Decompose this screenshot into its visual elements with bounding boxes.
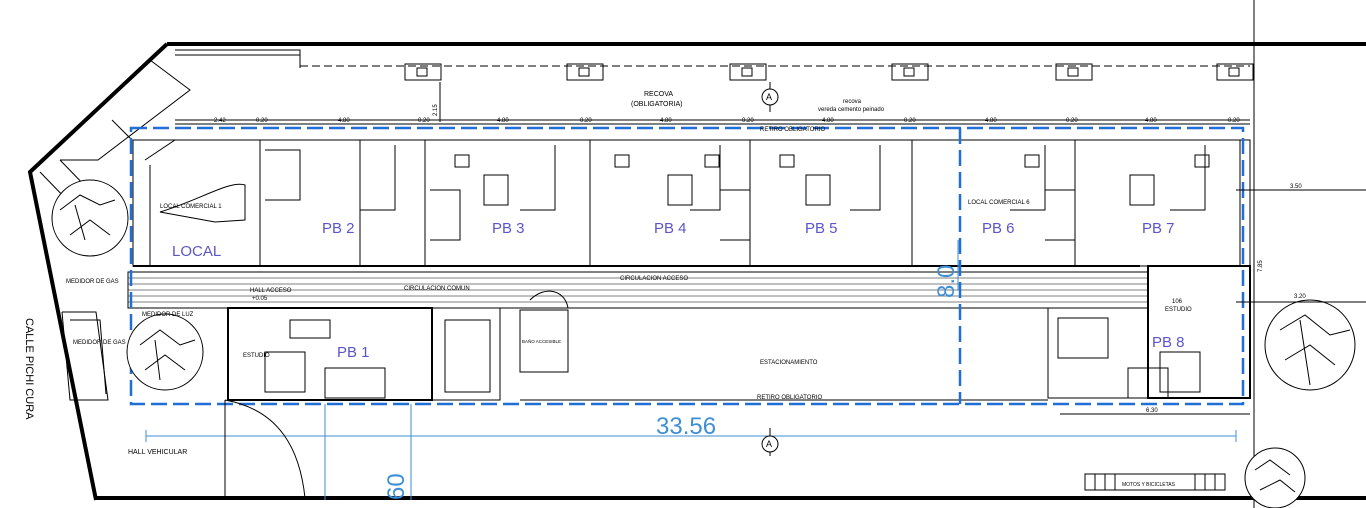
local-comercial-6-label: LOCAL COMERCIAL 6: [968, 200, 1030, 206]
recova-columns: [175, 63, 1254, 125]
dim-top-7: 0.20: [742, 118, 754, 124]
dim-right-2: 3.20: [1294, 294, 1306, 300]
dim-top-13: 0.20: [1228, 118, 1240, 124]
tree-icon: [126, 313, 204, 391]
tree-icons: [51, 179, 1356, 508]
dim-top-5: 0.20: [580, 118, 592, 124]
dashed-zone: [129, 126, 1245, 406]
partial-dimension: 60: [383, 473, 410, 500]
unit-label-pb1: PB 1: [337, 344, 370, 361]
tree-icon: [51, 179, 129, 257]
dim-top-8: 4.80: [822, 118, 834, 124]
unit-partitions: [144, 139, 1241, 399]
circulacion-comun-label: CIRCULACION COMUN: [404, 286, 470, 292]
dimension-lines: [145, 240, 1237, 500]
height-dimension: 8.0: [933, 265, 960, 298]
unit-label-pb2: PB 2: [322, 220, 355, 237]
dim-785: 7.85: [1258, 260, 1264, 272]
recova-label: RECOVA: [644, 91, 673, 98]
dim-top-6: 4.80: [660, 118, 672, 124]
dim-215: 2.15: [433, 104, 439, 116]
hall-acceso-label: HALL ACCESO: [250, 288, 292, 294]
estudio-1-label: ESTUDIO: [243, 353, 270, 359]
section-marker-top: [761, 82, 779, 112]
local-label: LOCAL: [172, 243, 221, 260]
dim-top-12: 4.80: [1145, 118, 1157, 124]
recova-note-2: vereda cemento peinado: [818, 107, 885, 113]
recova-sub-label: (OBLIGATORIA): [631, 101, 682, 108]
dim-top-1: 0.20: [256, 118, 268, 124]
bano-label: BAÑO ACCESIBLE: [522, 338, 561, 344]
hall-vehicular-label: HALL VEHICULAR: [128, 449, 187, 456]
dim-top-2: 4.80: [338, 118, 350, 124]
estudio-8-label: ESTUDIO: [1165, 307, 1192, 313]
dim-top-0: 2.42: [214, 118, 226, 124]
section-a-bottom: A: [766, 439, 772, 449]
recova-note-1: recova: [843, 99, 862, 105]
property-outline: [27, 0, 1366, 508]
retiro-top-label: RETIRO OBLIGATORIO: [760, 127, 825, 133]
unit-label-pb7: PB 7: [1142, 220, 1175, 237]
retiro-bottom-label: RETIRO OBLIGATORIO: [757, 395, 822, 401]
motos-label: MOTOS Y BICICLETAS: [1122, 482, 1176, 488]
dim-top-11: 0.20: [1066, 118, 1078, 124]
medidor-luz-label: MEDIDOR DE LUZ: [142, 312, 194, 318]
medidor-gas-label-2: MEDIDOR DE GAS: [73, 340, 126, 346]
circulacion-acceso-label: CIRCULACION ACCESO: [620, 276, 688, 282]
dim-top-4: 4.80: [497, 118, 509, 124]
total-length-dimension: 33.56: [656, 413, 716, 440]
building-walls: [127, 139, 1251, 401]
dim-630: 6.30: [1146, 408, 1158, 414]
street-label: CALLE PICHI CURA: [23, 318, 35, 420]
dim-top-3: 0.20: [418, 118, 430, 124]
dim-right-1: 3.50: [1290, 184, 1302, 190]
dim-top-10: 4.80: [985, 118, 997, 124]
top-dimension-chain: 2.42 0.20 4.80 0.20 4.80 0.20 4.80 0.20 …: [214, 118, 1240, 124]
tree-icon: [1244, 447, 1306, 508]
local-comercial-1-label: LOCAL COMERCIAL 1: [160, 204, 222, 210]
dim-ticks: [224, 82, 1366, 499]
hall-level-label: +0.05: [252, 296, 268, 302]
unit-106-label: 106: [1172, 299, 1183, 305]
unit-label-pb4: PB 4: [654, 220, 687, 237]
section-marker-bottom: [761, 428, 779, 456]
unit-label-pb6: PB 6: [982, 220, 1015, 237]
medidor-gas-label-1: MEDIDOR DE GAS: [66, 279, 119, 285]
dim-top-9: 0.20: [904, 118, 916, 124]
unit-label-pb8: PB 8: [1152, 334, 1185, 351]
unit-label-pb3: PB 3: [492, 220, 525, 237]
unit-label-pb5: PB 5: [805, 220, 838, 237]
estacionamiento-label: ESTACIONAMIENTO: [760, 360, 818, 366]
section-a-top: A: [766, 92, 772, 102]
